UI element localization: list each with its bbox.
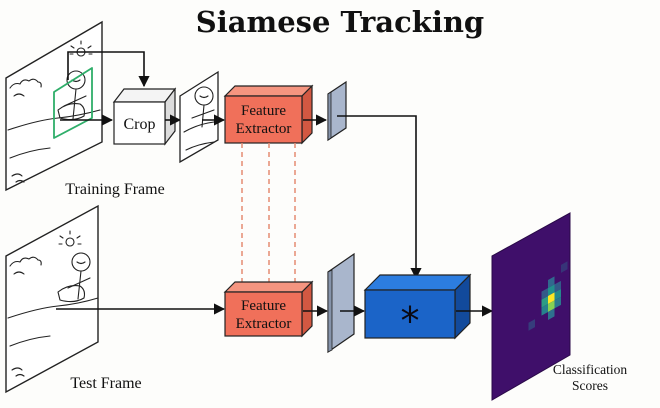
test-frame-label: Test Frame (70, 375, 141, 392)
heatmap-cell (548, 284, 555, 296)
correlation-symbol: * (401, 299, 420, 343)
classification-label-line1: Classification (553, 362, 627, 377)
template-to-correlation-arrow (337, 115, 422, 280)
heatmap-cell (548, 308, 555, 320)
crop-box: Crop (112, 87, 177, 146)
page-title: Siamese Tracking (196, 5, 484, 39)
feature-extractor-top: Feature Extractor (223, 84, 314, 145)
crop-label: Crop (124, 116, 156, 133)
template-feature-map (327, 80, 347, 142)
training-frame (5, 20, 103, 192)
search-feature-map (327, 252, 355, 354)
feature-extractor-bottom-line2: Extractor (236, 316, 292, 332)
feature-extractor-bottom-line1: Feature (241, 298, 286, 314)
heatmap-cell (554, 288, 561, 301)
heatmap-cell (541, 304, 548, 316)
target-bounding-box (53, 67, 93, 139)
shared-weights-links (241, 143, 296, 282)
test-frame (5, 204, 99, 394)
classification-label-line2: Scores (572, 378, 608, 393)
heatmap-cell (548, 300, 555, 312)
heatmap-cell (541, 296, 548, 308)
training-frame-label: Training Frame (65, 181, 164, 198)
heatmap-cell (554, 280, 561, 293)
test-frame-sketch (7, 230, 99, 377)
feature-extractor-top-line2: Extractor (236, 121, 292, 137)
heatmap-cell (541, 288, 548, 300)
heatmap-cell (554, 296, 561, 309)
heatmap-cell (528, 319, 535, 331)
cropped-patch (179, 70, 219, 164)
feature-extractor-top-line1: Feature (241, 103, 286, 119)
feature-extractor-bottom: Feature Extractor (223, 280, 314, 338)
heatmap-cell (548, 292, 555, 304)
correlation-block: * (363, 273, 472, 343)
heatmap-cell (548, 276, 555, 288)
heatmap-cells (528, 261, 568, 331)
classification-score-map (491, 212, 571, 401)
bbox-to-crop-arrow (67, 51, 150, 88)
heatmap-cell (561, 261, 568, 273)
